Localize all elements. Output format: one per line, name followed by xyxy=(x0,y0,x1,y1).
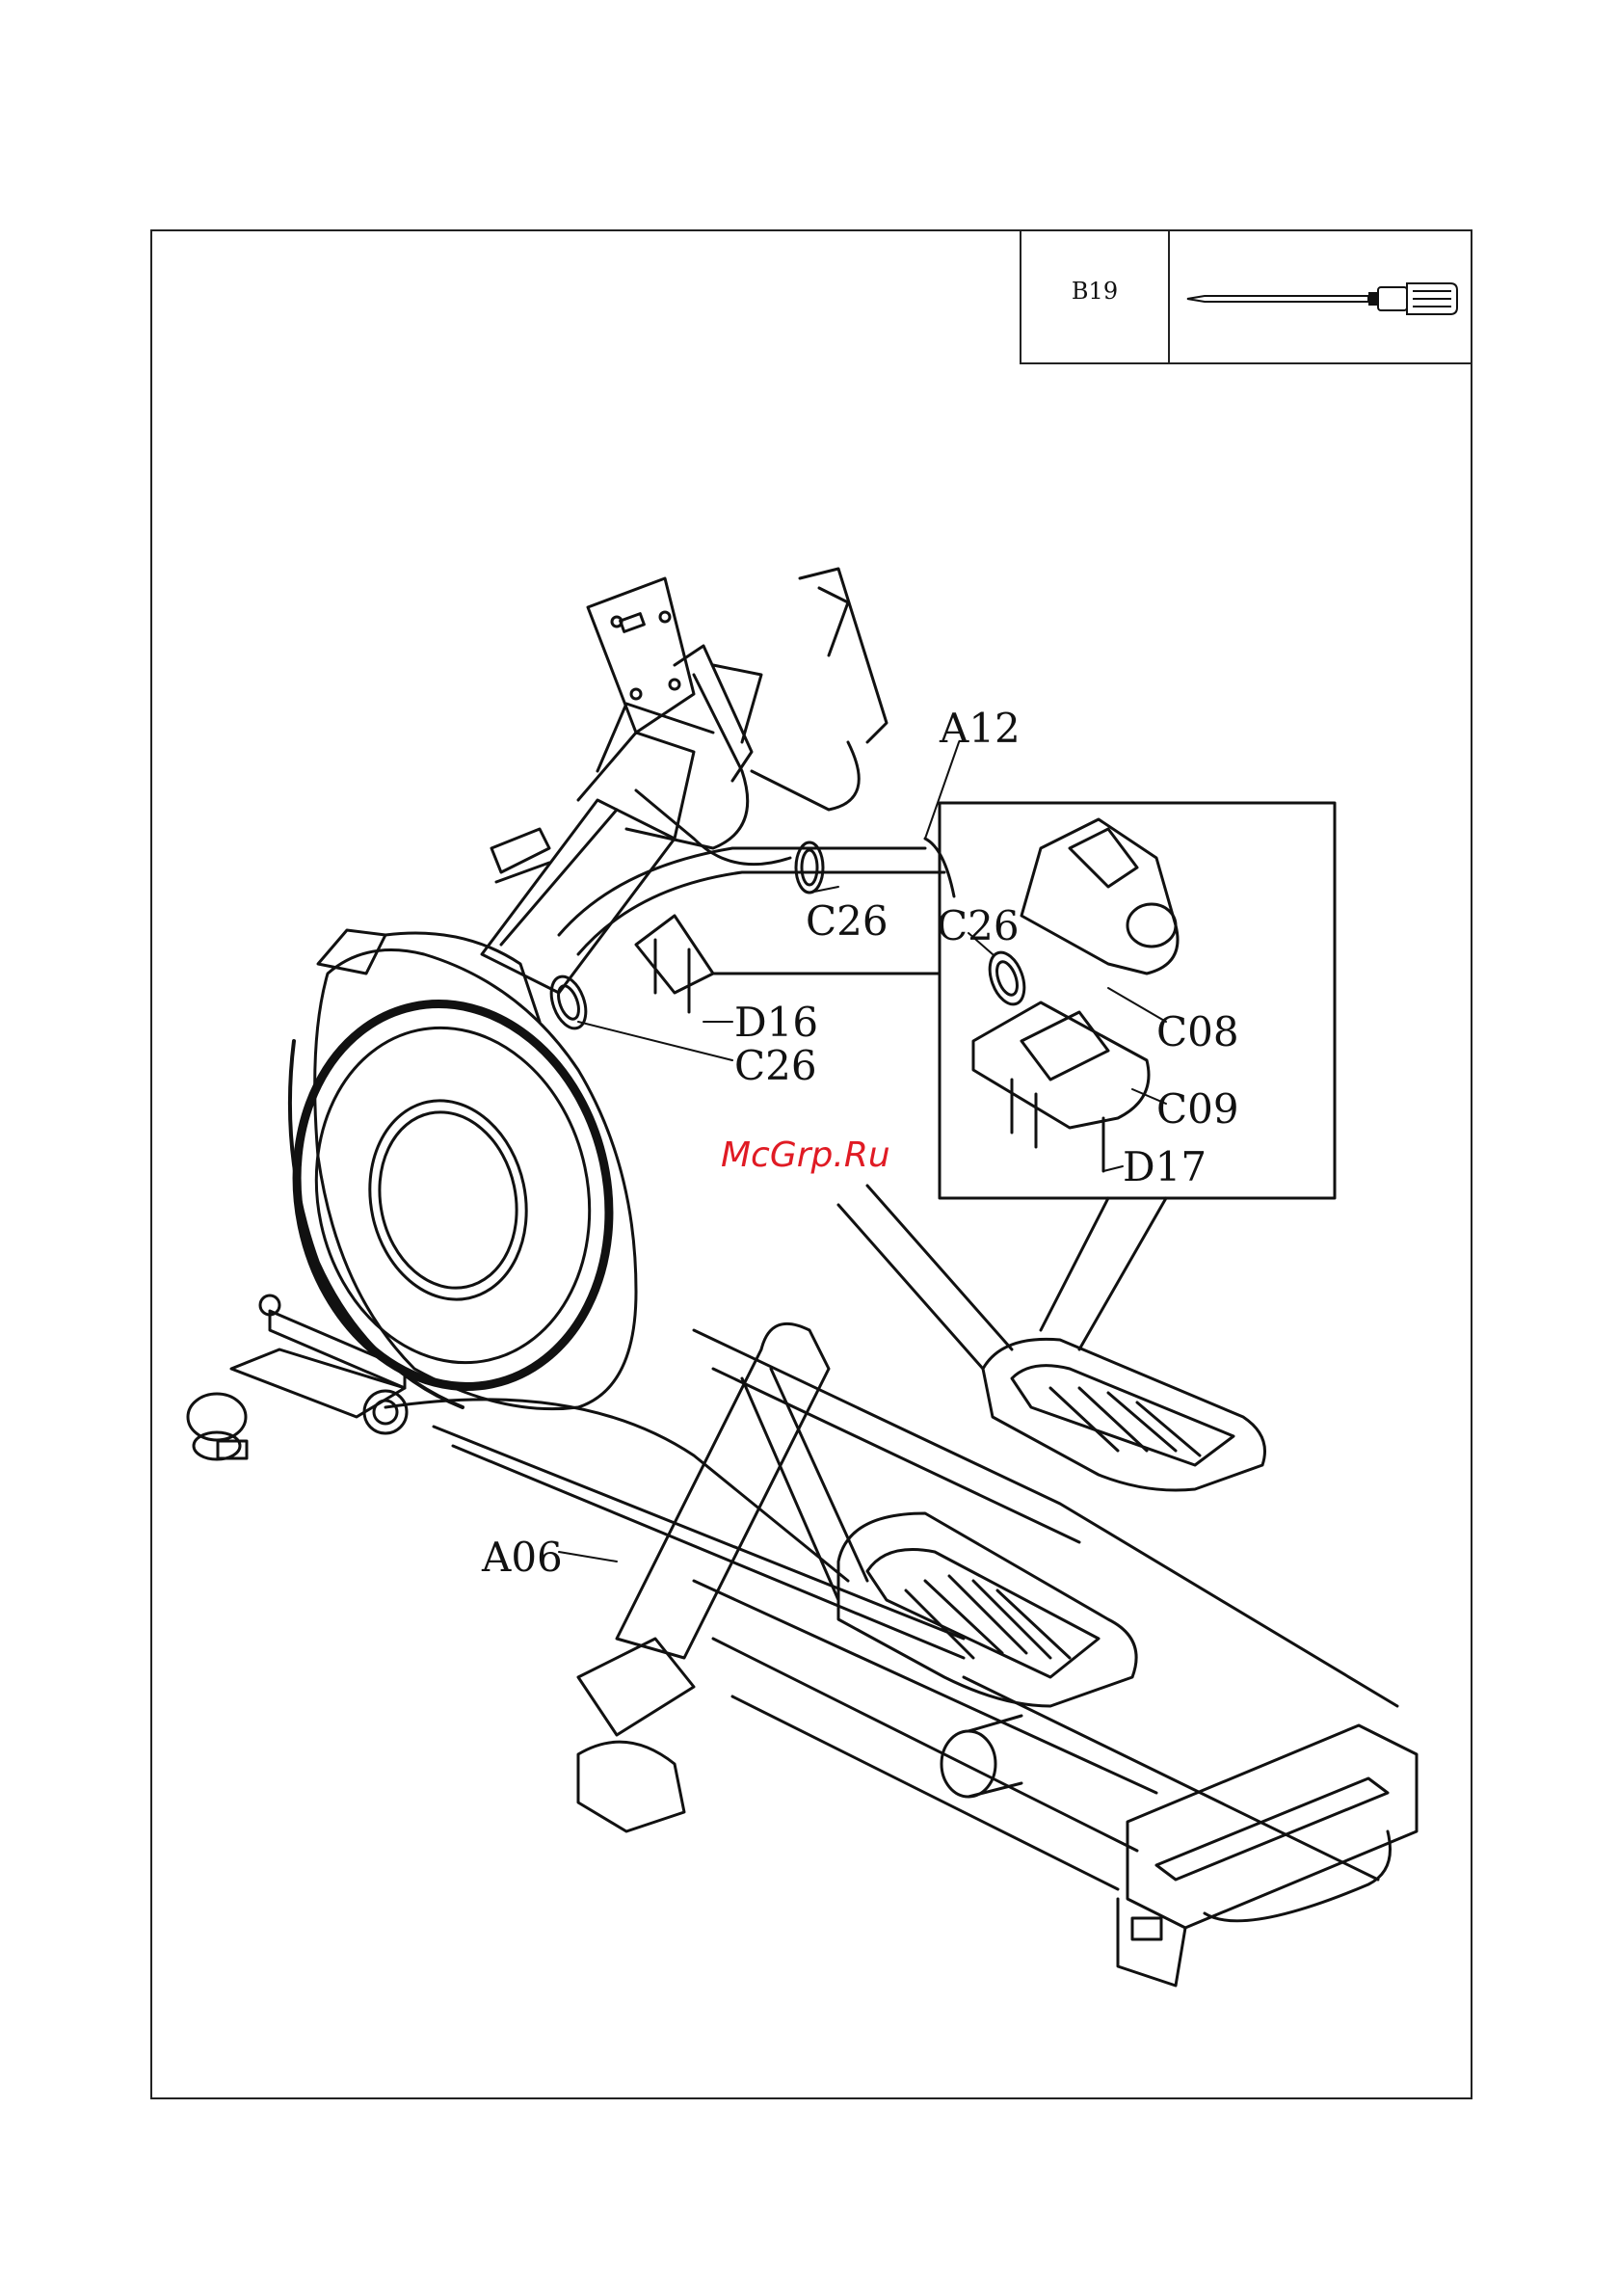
bracket-d16 xyxy=(636,916,713,1012)
detail-bushing-c26 xyxy=(983,948,1030,1009)
bushing-c26-top xyxy=(796,842,823,893)
watermark: McGrp.Ru xyxy=(721,1135,890,1175)
label-c26-lower: C26 xyxy=(734,1042,817,1089)
label-c26-top: C26 xyxy=(806,897,889,945)
roller-wheel xyxy=(942,1716,1021,1797)
label-c26-detail: C26 xyxy=(937,902,1020,949)
label-d16: D16 xyxy=(734,999,818,1046)
pedal-right xyxy=(983,1339,1265,1490)
detail-connector xyxy=(1041,1198,1166,1349)
label-c09: C09 xyxy=(1156,1085,1239,1133)
label-a12: A12 xyxy=(939,705,1021,752)
upright-mast xyxy=(482,704,713,993)
front-base xyxy=(1118,1725,1417,1986)
detail-box xyxy=(940,803,1335,1198)
label-a06: A06 xyxy=(481,1534,563,1581)
main-frame xyxy=(385,1330,1397,1889)
label-c08: C08 xyxy=(1156,1008,1239,1055)
lower-arms xyxy=(578,1186,1012,1735)
label-d17: D17 xyxy=(1123,1143,1207,1190)
flywheel-housing xyxy=(262,930,644,1416)
cover-c08 xyxy=(1021,819,1178,974)
